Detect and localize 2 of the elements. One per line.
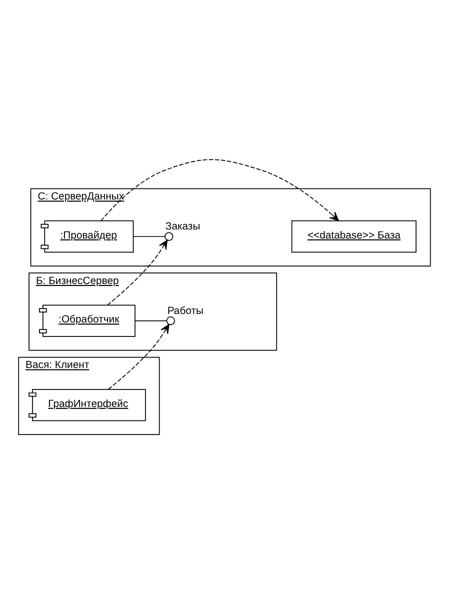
node-label: Работы: [167, 306, 204, 317]
node-label: Заказы: [165, 222, 200, 233]
